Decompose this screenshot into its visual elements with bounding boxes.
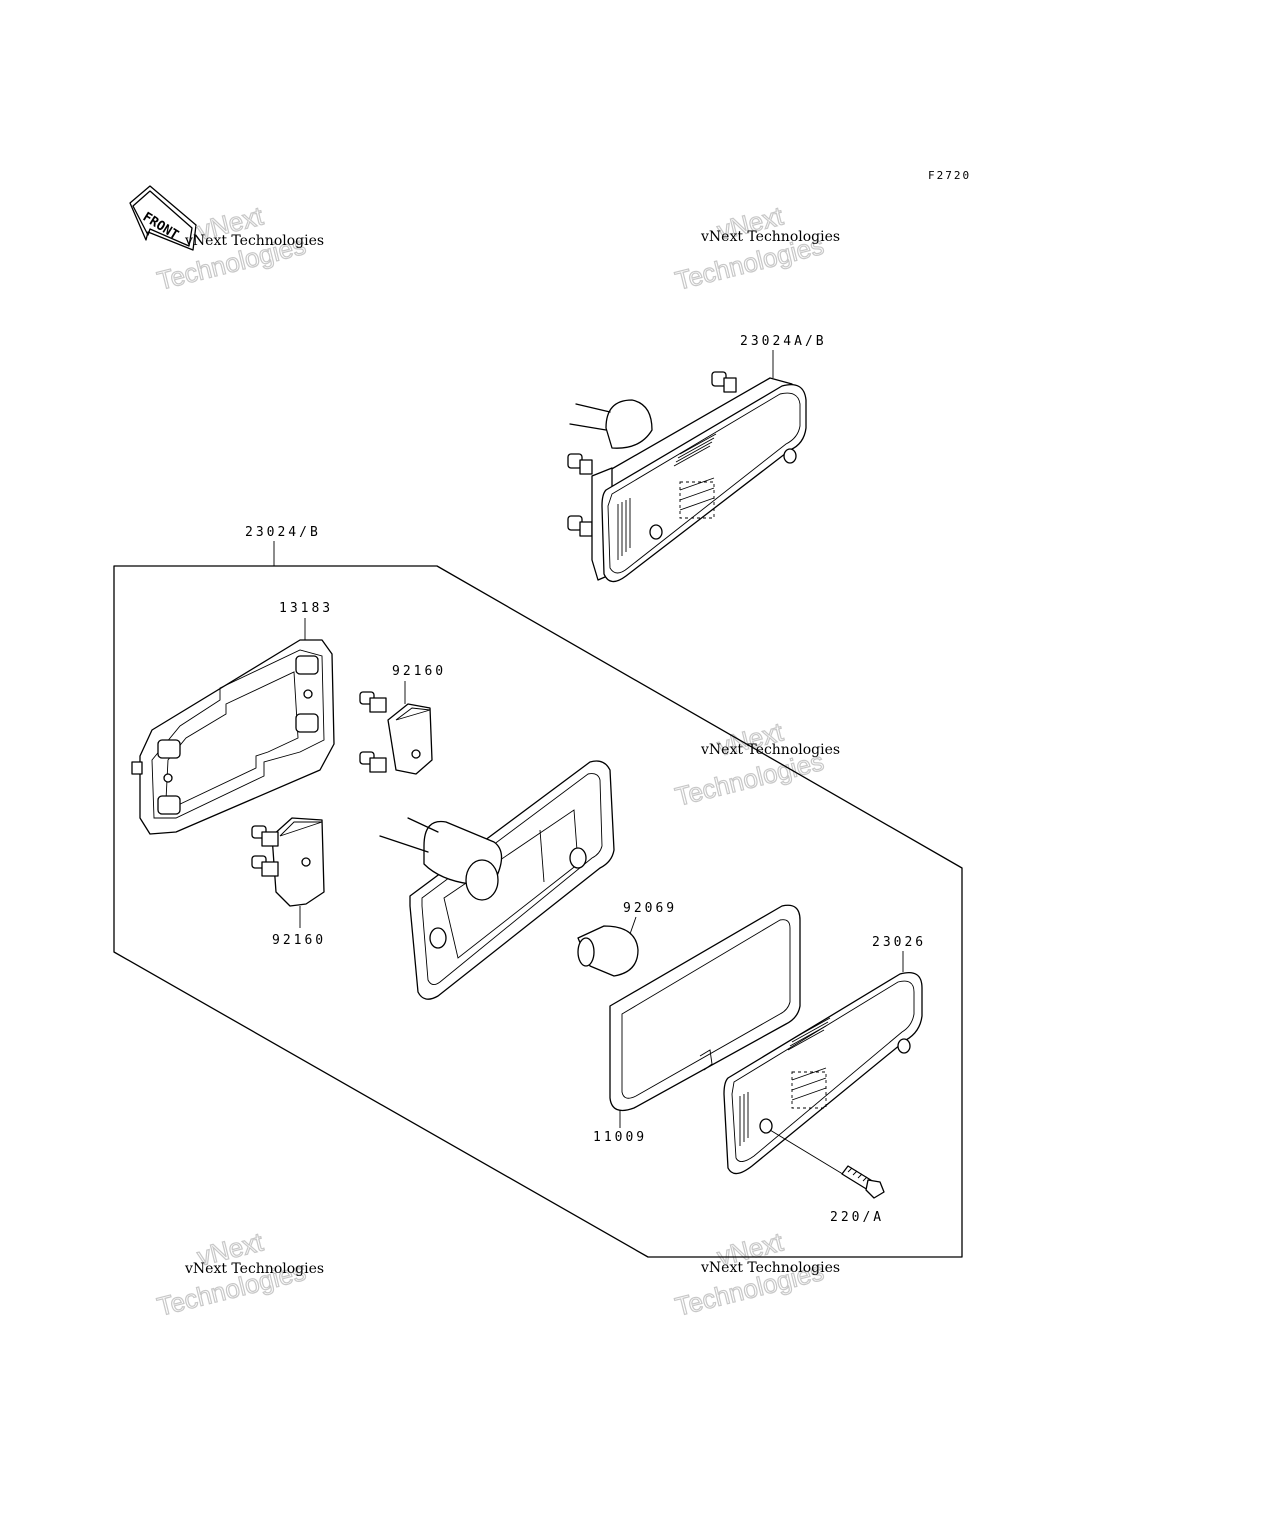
label-92069: 92069 — [623, 901, 677, 916]
label-23026: 23026 — [872, 935, 926, 950]
lamp-housing — [379, 760, 615, 1000]
bulb — [577, 925, 639, 977]
label-92160-upper: 92160 — [392, 664, 446, 679]
svg-text:vNext Technologies: vNext Technologies — [184, 233, 324, 249]
screw — [841, 1165, 885, 1199]
label-11009: 11009 — [593, 1130, 647, 1145]
lens-gasket — [609, 904, 801, 1112]
base-gasket — [131, 639, 335, 835]
label-92160-lower: 92160 — [272, 933, 326, 948]
svg-text:vNext Technologies: vNext Technologies — [184, 1261, 324, 1277]
label-13183: 13183 — [279, 601, 333, 616]
svg-text:vNext Technologies: vNext Technologies — [700, 1260, 840, 1276]
watermark-top-right: Technologies vNext vNext Technologies — [672, 200, 840, 297]
svg-text:vNext Technologies: vNext Technologies — [700, 742, 840, 758]
socket-upper — [359, 691, 433, 775]
figure-code: F2720 — [928, 169, 971, 182]
assembled-lamp — [567, 371, 807, 583]
label-220A: 220/A — [830, 1210, 884, 1225]
exploded-view-boundary — [113, 565, 963, 1258]
front-arrow-icon: FRONT — [129, 185, 197, 251]
watermark-bottom-left: Technologies vNext vNext Technologies — [154, 1226, 324, 1323]
label-23024AB: 23024A/B — [740, 334, 827, 349]
label-23024B: 23024/B — [245, 525, 321, 540]
watermark-bottom-right: Technologies vNext vNext Technologies — [672, 1226, 840, 1323]
socket-lower — [251, 817, 325, 907]
svg-text:vNext Technologies: vNext Technologies — [700, 229, 840, 245]
watermark-mid-right: Technologies vNext vNext Technologies — [672, 716, 840, 813]
lens — [723, 971, 923, 1175]
